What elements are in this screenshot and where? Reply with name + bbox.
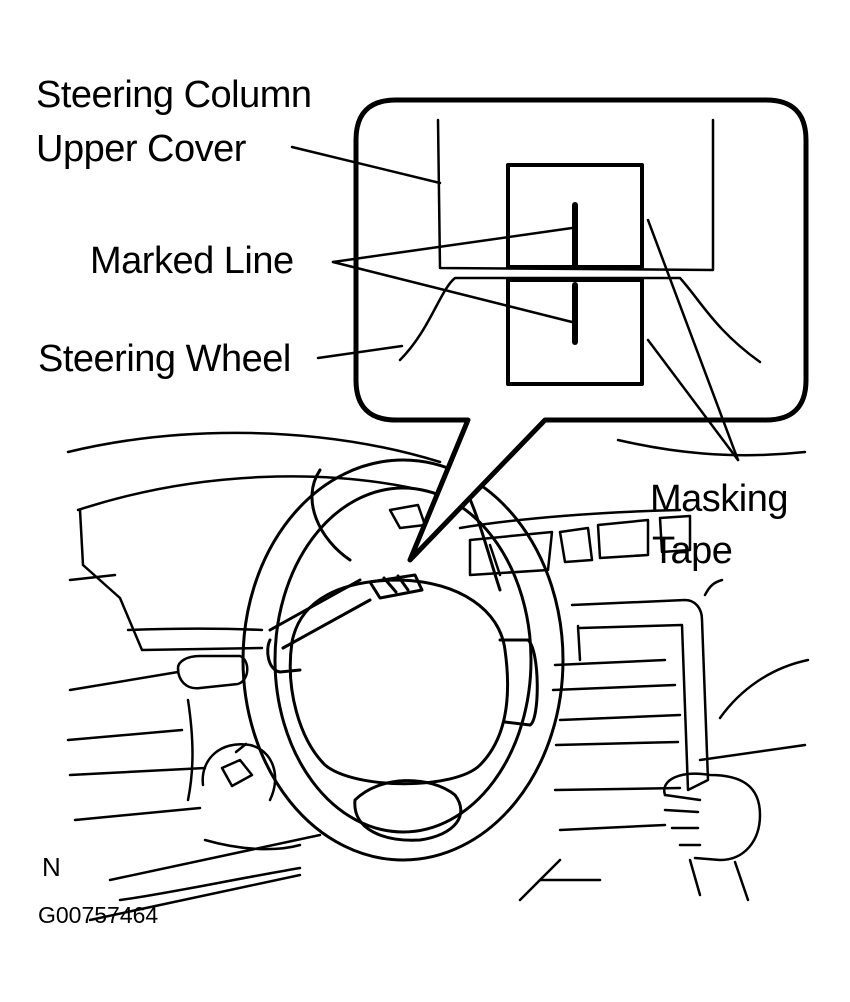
leader-masking-tape-lower [646,338,740,462]
steering-wheel-drawing [241,458,565,862]
leader-marked-line-lower [331,260,574,324]
dashboard-drawing [66,431,810,922]
label-steering-wheel: Steering Wheel [38,338,291,380]
leader-upper-cover [290,145,442,185]
leader-steering-wheel [316,344,404,360]
leader-marked-line-upper [331,226,574,264]
label-masking: Masking [650,478,789,520]
leader-lines [290,145,740,462]
figure-code: G00757464 [38,902,159,928]
leader-masking-tape-upper [646,218,740,462]
callout-detail [398,118,762,386]
label-upper-cover: Upper Cover [36,128,246,170]
label-steering-column: Steering Column [36,74,312,116]
callout-bubble [353,97,809,563]
label-tape: Tape [652,530,733,572]
orientation-mark: N [42,852,61,882]
label-marked-line: Marked Line [90,240,294,282]
